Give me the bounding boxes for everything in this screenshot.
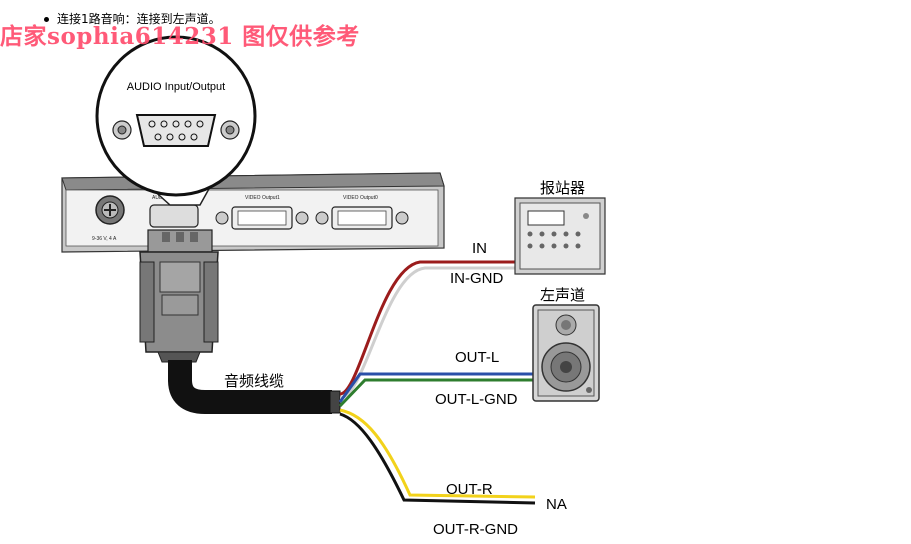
- audio-port-zoom: AUDIO Input/Output: [95, 35, 257, 206]
- video-port-1-icon: [215, 206, 309, 230]
- label-out-r: OUT-R: [446, 481, 493, 498]
- audio-cable: [168, 360, 332, 414]
- video-device: 9-36 V, 4 A AUDIO Input/Output VIDEO Out…: [61, 172, 445, 253]
- connection-note: 连接1路音响：连接到左声道。: [44, 10, 221, 27]
- wire-out-l-gnd: [338, 378, 533, 408]
- station-label: 报站器: [540, 179, 586, 197]
- label-in: IN: [472, 240, 487, 257]
- wire-out-r-gnd: [339, 412, 536, 505]
- wire-in: [339, 260, 515, 396]
- wire-out-r: [339, 408, 536, 499]
- video-port-0-icon: [315, 206, 409, 230]
- video-port-0-label: VIDEO Output0: [343, 195, 378, 201]
- label-out-r-gnd: OUT-R-GND: [433, 521, 518, 538]
- video-port-1-label: VIDEO Output1: [245, 195, 280, 201]
- speaker-icon: [532, 304, 600, 402]
- audio-port-icon: [149, 204, 199, 228]
- label-out-l: OUT-L: [455, 349, 500, 366]
- label-in-gnd: IN-GND: [450, 270, 504, 287]
- power-label: 9-36 V, 4 A: [92, 236, 117, 242]
- bullet-icon: [44, 17, 49, 22]
- station-announcer-icon: [514, 197, 606, 275]
- wire-out-l: [338, 372, 533, 403]
- speaker-label: 左声道: [540, 286, 586, 304]
- watermark: 店家sophia614231 图仅供参考: [0, 23, 360, 50]
- db9-plug-icon: [139, 229, 219, 363]
- wires: [338, 260, 536, 505]
- label-na: NA: [546, 496, 567, 513]
- cable-label: 音频线缆: [224, 372, 285, 390]
- wire-in-gnd: [339, 266, 515, 400]
- note-text: 连接1路音响：连接到左声道。: [57, 12, 221, 26]
- zoom-label: AUDIO Input/Output: [127, 81, 225, 93]
- label-out-l-gnd: OUT-L-GND: [435, 391, 518, 408]
